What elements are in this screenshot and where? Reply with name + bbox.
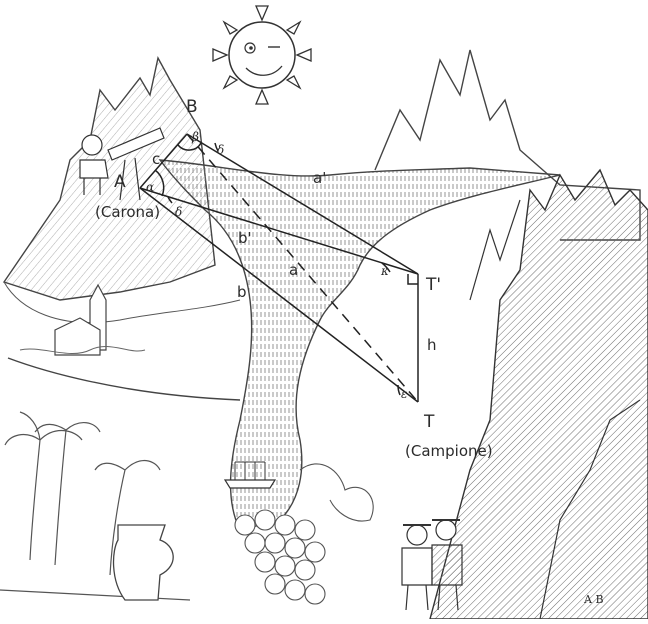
segment-a [186, 133, 419, 403]
segment-label-a: a [289, 261, 298, 279]
point-label-t: T [423, 412, 435, 432]
right-mountains [429, 168, 648, 620]
segment-label-b-prime: b' [238, 229, 252, 247]
segment-label-a-prime: a' [313, 169, 326, 187]
sun [212, 5, 312, 105]
palm-trees [0, 411, 191, 601]
segment-label-h: h [427, 336, 437, 354]
shore-line [3, 281, 241, 401]
angle-arc-gamma [167, 196, 173, 204]
place-label-carona: (Carona) [95, 203, 160, 221]
place-label-campione: (Campione) [405, 442, 493, 460]
point-label-b: B [186, 97, 198, 117]
angle-arc-epsilon [397, 384, 401, 396]
village [19, 283, 146, 356]
angle-label-gamma: δ [175, 205, 182, 219]
labels: B A T' T c a' b' a b h α β δ δ κ ε (Caro… [95, 97, 604, 606]
grapes [234, 463, 374, 605]
segment-label-b: b [237, 283, 247, 301]
right-angle-marker [407, 274, 418, 285]
observer-with-telescope [79, 127, 165, 201]
angle-arc-delta [214, 142, 219, 152]
angle-label-epsilon: ε [401, 387, 407, 401]
lake [158, 159, 561, 531]
segment-b [139, 187, 419, 403]
point-label-t-prime: T' [425, 275, 441, 295]
artist-signature: A B [583, 593, 604, 606]
angle-label-alpha: α [146, 180, 154, 194]
angle-arc-beta [177, 142, 202, 151]
left-mountain [2, 56, 216, 301]
segment-label-c: c [152, 150, 160, 168]
segment-b-prime [139, 187, 419, 275]
geometry [139, 133, 419, 403]
boat [223, 461, 277, 489]
angle-arc-alpha [154, 169, 165, 197]
two-men [401, 519, 463, 611]
background-mountains [374, 49, 641, 241]
segment-c [139, 133, 188, 189]
angle-label-beta: β [191, 130, 199, 144]
angle-label-kappa: κ [380, 264, 389, 278]
angle-label-delta: δ [217, 143, 224, 157]
segment-a-prime [186, 133, 419, 275]
angle-arc-kappa [381, 262, 391, 273]
jug [112, 524, 174, 601]
point-label-a: A [114, 172, 126, 192]
